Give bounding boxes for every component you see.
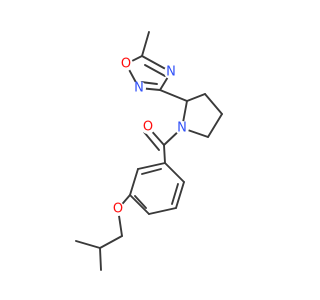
- bond-n2-c3-double: [140, 81, 158, 85]
- bond-carbonyl-ring: [163, 144, 166, 164]
- atom-carbonyl-oxygen-label: O: [143, 120, 153, 135]
- bond-c3-c4pyr: [204, 93, 223, 115]
- molecule-structure: O N N O N O: [0, 0, 300, 300]
- bond-ring-3-4: [148, 207, 177, 215]
- atom-carbonyl-oxygen-bg: [141, 120, 155, 134]
- bond-ring-4-5: [129, 194, 150, 215]
- bond-ring-double-a: [171, 183, 179, 205]
- bond-c3-c2pyr: [159, 89, 188, 102]
- atom-ether-oxygen-bg: [111, 202, 125, 216]
- bond-ring-6-1: [137, 162, 166, 170]
- atom-amide-nitrogen-bg: [175, 121, 189, 135]
- atom-ring-nitrogen-top-bg: [164, 65, 178, 79]
- atom-ring-oxygen-bg: [119, 57, 133, 71]
- atom-ring-nitrogen-top: N: [164, 65, 178, 80]
- bond-c2-c3pyr: [186, 93, 206, 102]
- canvas-background: [0, 0, 300, 300]
- atom-ring-oxygen: O: [119, 57, 133, 72]
- atom-amide-nitrogen-label: N: [177, 121, 187, 136]
- bond-ring-double-c: [141, 168, 162, 175]
- bond-ch2-ch: [99, 235, 123, 249]
- atom-ring-nitrogen-bottom-bg: [132, 81, 146, 95]
- bond-ch-methyl-b: [99, 247, 102, 271]
- atom-ring-oxygen-label: O: [121, 57, 131, 72]
- bond-ring-double-b: [134, 195, 147, 209]
- atom-amide-nitrogen: N: [175, 121, 189, 136]
- bond-ring-1-2: [164, 162, 185, 183]
- bond-ring-2-3: [175, 181, 185, 209]
- bond-c4-c5pyr: [207, 113, 223, 138]
- atom-ether-oxygen-label: O: [113, 202, 123, 217]
- atom-ring-nitrogen-top-label: N: [166, 65, 176, 80]
- bond-ring-5-6: [129, 168, 139, 196]
- bond-carbonyl-oxygen-double: [143, 131, 160, 151]
- atom-ring-nitrogen-bottom: N: [132, 81, 146, 96]
- bond-methyl-c5: [141, 31, 150, 57]
- bond-ch-methyl-a: [75, 240, 101, 249]
- atom-ring-nitrogen-bottom-label: N: [134, 81, 144, 96]
- bond-n4-c5-double: [144, 64, 166, 77]
- atom-carbonyl-oxygen: O: [141, 120, 155, 135]
- atom-ether-oxygen: O: [111, 202, 125, 217]
- bond-layer: [75, 31, 223, 271]
- atom-layer: O N N O N O: [111, 57, 189, 217]
